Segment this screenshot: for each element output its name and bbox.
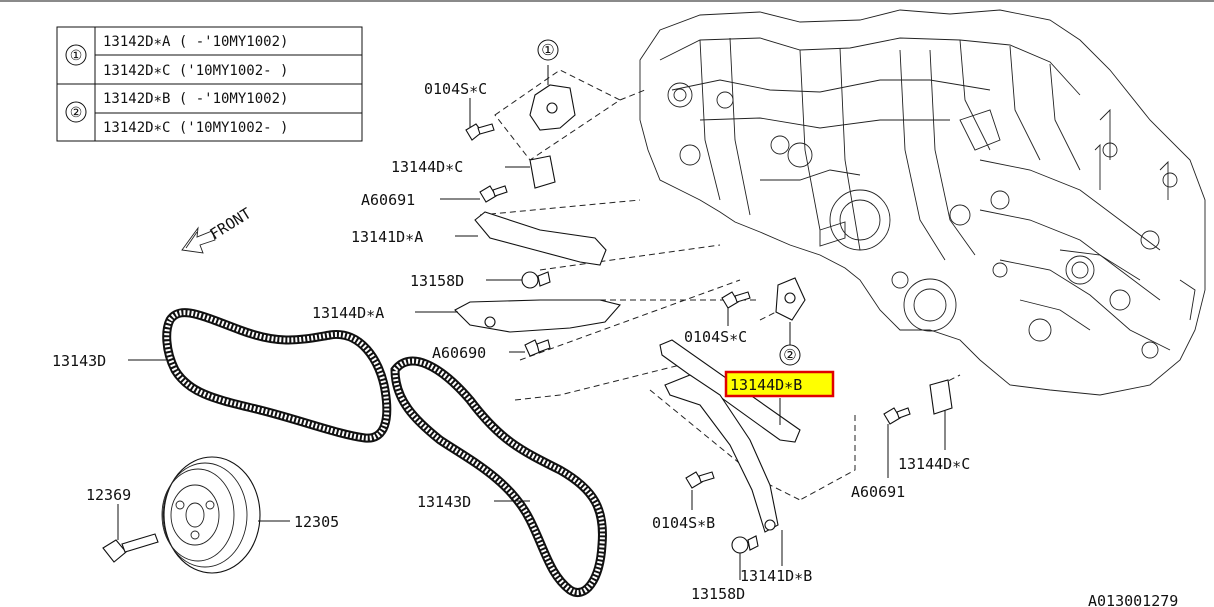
bolt-a60690 [509, 339, 551, 357]
label-pulley[interactable]: 12305 [294, 513, 339, 531]
label-nut-lower[interactable]: 13158D [691, 585, 745, 603]
label-belt-center[interactable]: 13143D [417, 493, 471, 511]
chain-guide-a [455, 211, 607, 266]
tensioner-bracket-2 [775, 277, 806, 345]
bolt-lower [685, 471, 715, 510]
highlight-box [724, 370, 835, 398]
label-tensioner-b[interactable]: 13144D∗B [730, 376, 802, 394]
applicability-table: ① ② 13142D∗A ( -'10MY1002) 13142D∗C ('10… [56, 26, 363, 142]
label-tensioner-c-top[interactable]: 13144D∗C [391, 158, 463, 176]
tensioner-c-right [929, 379, 953, 450]
nut-top [486, 271, 551, 289]
callout-marker-1: ① [537, 39, 559, 61]
label-pulley-bolt[interactable]: 12369 [86, 486, 131, 504]
label-nut-top[interactable]: 13158D [410, 272, 464, 290]
front-arrow-icon: FRONT [181, 204, 255, 254]
table-marker-1: ① [70, 48, 83, 64]
table-row-1b: 13142D∗C ('10MY1002- ) [103, 63, 288, 79]
pulley-bolt [102, 504, 159, 563]
bolt-a60691-right [883, 407, 911, 478]
label-tensioner-c-right[interactable]: 13144D∗C [898, 455, 970, 473]
label-bolt-a60690[interactable]: A60690 [432, 344, 486, 362]
tensioner-bracket-1 [529, 65, 576, 131]
nut-lower [731, 535, 759, 580]
chain-guide-b [664, 374, 783, 566]
engine-block [639, 9, 1206, 396]
label-bolt-mid[interactable]: 0104S∗C [684, 328, 747, 346]
label-chain-guide-b[interactable]: 13141D∗B [740, 567, 812, 585]
bolt-mid [721, 291, 751, 326]
label-tensioner-a[interactable]: 13144D∗A [312, 304, 384, 322]
crankshaft-pulley [161, 456, 290, 574]
table-row-1a: 13142D∗A ( -'10MY1002) [103, 34, 288, 50]
label-bolt-top[interactable]: 0104S∗C [424, 80, 487, 98]
timing-belt-left [128, 308, 392, 443]
callout-marker-2: ② [779, 344, 801, 366]
svg-text:①: ① [541, 41, 554, 59]
bolt-top [465, 98, 495, 141]
tensioner-c-top [505, 155, 556, 189]
svg-text:②: ② [783, 346, 796, 364]
label-belt-left[interactable]: 13143D [52, 352, 106, 370]
table-marker-2: ② [70, 105, 83, 121]
top-border [0, 0, 1214, 2]
bolt-a60691-top [440, 185, 508, 203]
label-bolt-a60691-top[interactable]: A60691 [361, 191, 415, 209]
front-label: FRONT [207, 204, 255, 243]
label-bolt-a60691-right[interactable]: A60691 [851, 483, 905, 501]
table-row-2b: 13142D∗C ('10MY1002- ) [103, 120, 288, 136]
timing-belt-center [390, 356, 607, 597]
tensioner-lever-a [415, 299, 622, 333]
label-chain-guide-a[interactable]: 13141D∗A [351, 228, 423, 246]
drawing-id: A013001279 [1088, 592, 1178, 607]
table-row-2a: 13142D∗B ( -'10MY1002) [103, 91, 288, 107]
label-bolt-lower[interactable]: 0104S∗B [652, 514, 715, 532]
